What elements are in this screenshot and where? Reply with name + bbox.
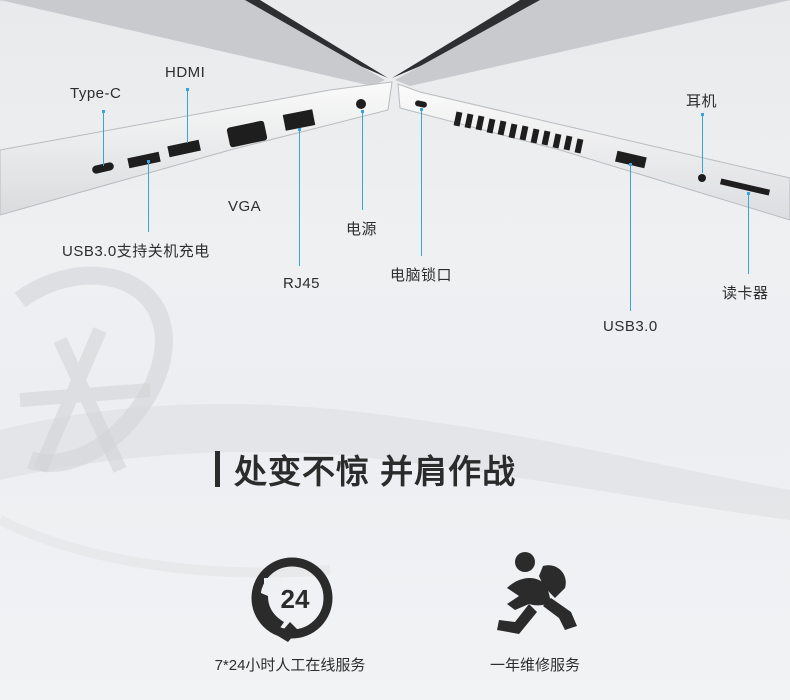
label-vga: VGA (228, 198, 262, 215)
leader-rj45 (298, 128, 301, 266)
laptop-ports-illustration (0, 0, 790, 221)
vga-port (226, 120, 268, 148)
label-usb-charging: USB3.0支持关机充电 (62, 243, 210, 260)
usb-port (615, 150, 647, 169)
service-support: 24 7*24小时人工在线服务 (200, 548, 380, 675)
label-rj45: RJ45 (283, 275, 321, 292)
leader-power (361, 110, 364, 210)
label-hdmi: HDMI (165, 64, 206, 81)
headline: 处变不惊 并肩作战 (215, 446, 516, 492)
power-port (356, 99, 366, 109)
label-headphone: 耳机 (686, 93, 718, 110)
rj45-port (282, 109, 316, 131)
lock-slot (415, 100, 427, 108)
leader-type-c (102, 110, 105, 166)
headphone-port (698, 174, 706, 182)
support-badge: 24 (281, 584, 310, 614)
leader-hdmi (186, 88, 189, 143)
label-power: 电源 (346, 221, 378, 238)
usb-charging-port (127, 151, 161, 169)
label-type-c: Type-C (70, 85, 122, 102)
service-repair-caption: 一年维修服务 (489, 657, 580, 674)
service-support-caption: 7*24小时人工在线服务 (214, 657, 366, 674)
leader-card-reader (747, 192, 750, 274)
leader-headphone (701, 113, 704, 173)
support-24-icon: 24 (251, 557, 333, 642)
type-c-port (92, 162, 114, 174)
vent-grille (453, 111, 584, 154)
leader-usb-charging (147, 160, 150, 232)
label-card-reader: 读卡器 (722, 285, 769, 302)
headline-bar (215, 451, 220, 487)
headline-text: 处变不惊 并肩作战 (234, 453, 517, 490)
leader-usb (629, 163, 632, 311)
service-repair: 一年维修服务 (450, 548, 620, 675)
running-man-icon (497, 552, 577, 634)
hdmi-port (167, 139, 201, 158)
label-usb: USB3.0 (603, 318, 658, 335)
leader-lock (420, 108, 423, 256)
label-lock: 电脑锁口 (390, 267, 453, 284)
card-reader-slot (719, 178, 771, 196)
